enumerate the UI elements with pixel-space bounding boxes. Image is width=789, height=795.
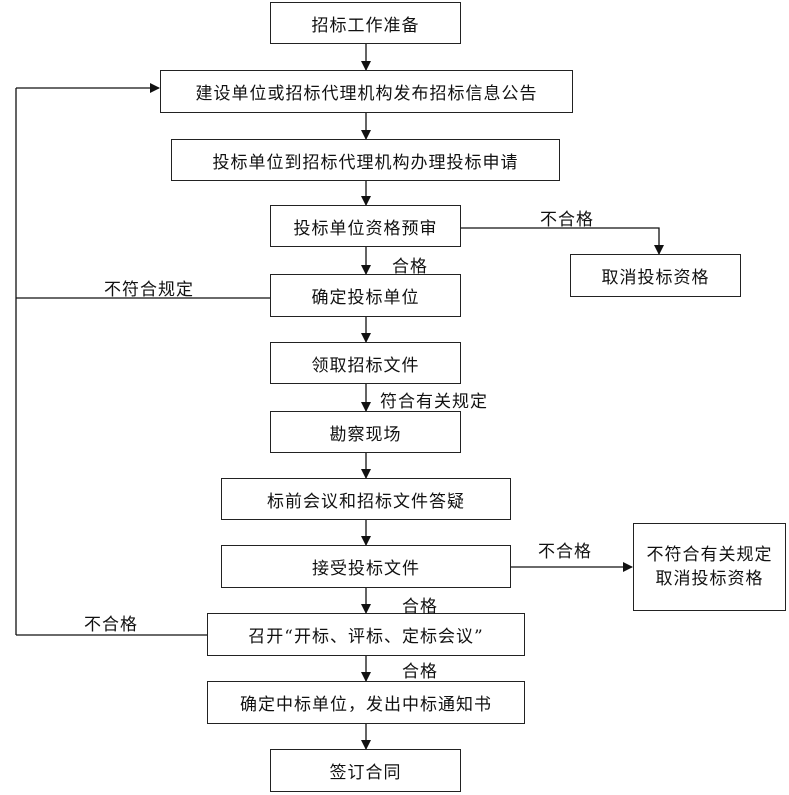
node-site-visit: 勘察现场 xyxy=(270,411,461,453)
label-compliant: 符合有关规定 xyxy=(380,392,488,412)
label-pass-prequal: 合格 xyxy=(392,257,428,277)
node-get-docs: 领取招标文件 xyxy=(270,342,461,384)
label-fail-accept: 不合格 xyxy=(538,542,592,562)
node-prequal: 投标单位资格预审 xyxy=(270,205,461,247)
node-apply: 投标单位到招标代理机构办理投标申请 xyxy=(171,139,560,181)
node-pre-meeting: 标前会议和招标文件答疑 xyxy=(221,478,511,520)
node-prep: 招标工作准备 xyxy=(270,2,461,44)
node-contract: 签订合同 xyxy=(270,749,461,792)
node-confirm-bidder: 确定投标单位 xyxy=(270,274,461,317)
node-award: 确定中标单位，发出中标通知书 xyxy=(207,681,525,724)
noncompliant-line-2: 取消投标资格 xyxy=(655,569,764,589)
node-publish: 建设单位或招标代理机构发布招标信息公告 xyxy=(160,70,573,113)
noncompliant-line-1: 不符合有关规定 xyxy=(646,545,773,565)
node-noncompliant: 不符合有关规定 取消投标资格 xyxy=(633,523,786,611)
node-accept-docs: 接受投标文件 xyxy=(221,545,511,588)
label-fail-meeting: 不合格 xyxy=(84,615,138,635)
label-pass-meeting: 合格 xyxy=(402,662,438,682)
node-cancel: 取消投标资格 xyxy=(570,254,741,297)
label-not-compliant: 不符合规定 xyxy=(104,280,194,300)
arrow-prequal-cancel xyxy=(460,227,664,255)
node-meeting: 召开“开标、评标、定标会议” xyxy=(207,613,525,656)
label-fail-prequal: 不合格 xyxy=(540,210,594,230)
label-pass-accept: 合格 xyxy=(402,597,438,617)
